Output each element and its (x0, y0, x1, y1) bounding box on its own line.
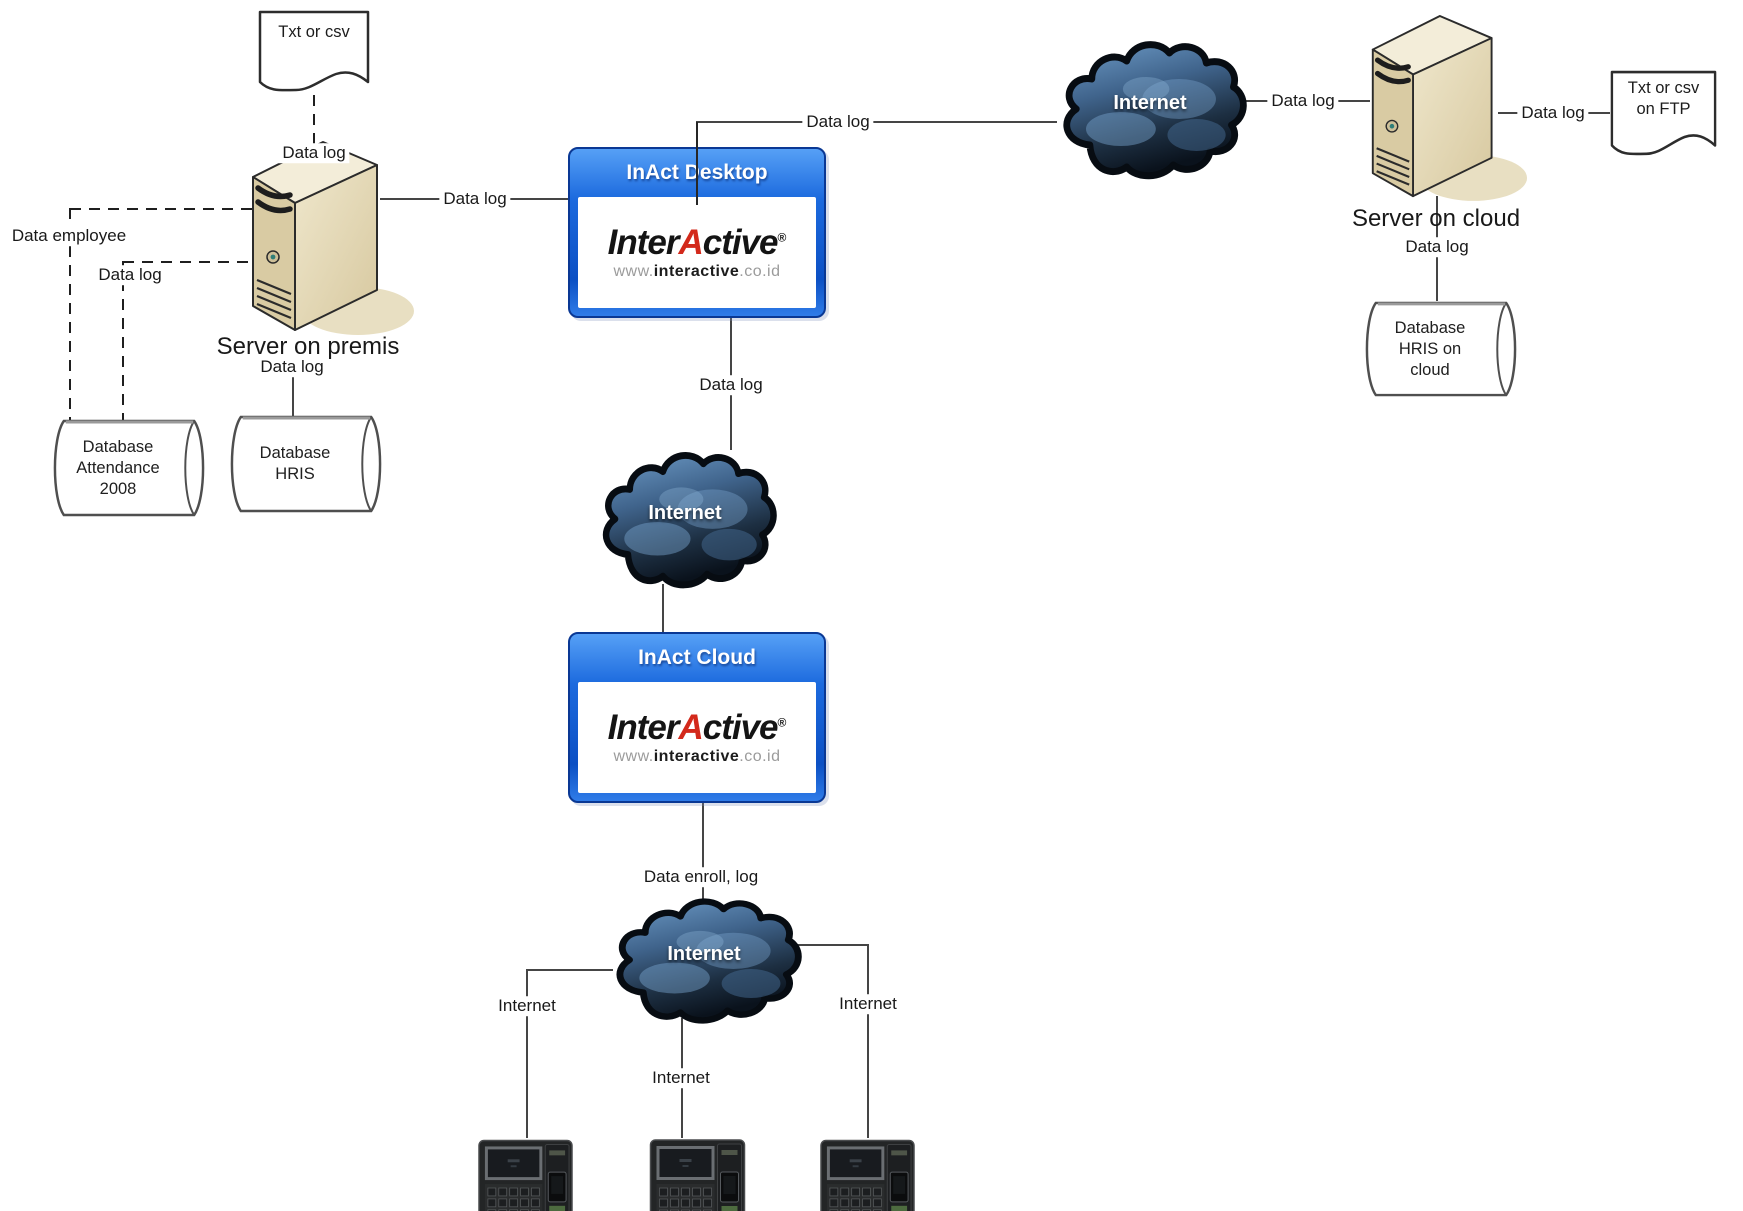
document-txt-or-csv: Txt or csv (258, 10, 370, 94)
database-cylinder-icon (53, 419, 205, 517)
interactive-url: www.interactive.co.id (613, 748, 780, 766)
database-label-line1: Database (82, 437, 154, 456)
logo-url-tld: .co.id (739, 747, 781, 765)
edge-label-desktop-to-cloudmid: Data log (695, 375, 767, 395)
fingerprint-device-icon (649, 1139, 746, 1211)
connector-desktop-up-vertical (696, 122, 698, 205)
connector-branch-right-horizontal (794, 944, 869, 946)
fingerprint-terminal-left (478, 1138, 573, 1211)
dashed-datalog-horizontal (123, 261, 252, 263)
connector-premis-to-dbhris (292, 377, 294, 417)
logo-registered-mark: ® (777, 229, 787, 244)
interactive-logo: InterActive® (608, 225, 787, 260)
connector-cloudmid-to-inactcloud (662, 584, 664, 634)
cloud-icon (1063, 41, 1247, 180)
database-label-line2: Attendance (76, 458, 160, 477)
database-label: Database HRIS on cloud (1362, 300, 1520, 398)
connector-branch-right-vertical (867, 944, 869, 1138)
document-label: Txt or csv on FTP (1610, 78, 1717, 120)
database-hris-on-cloud: Database HRIS on cloud (1362, 300, 1520, 398)
window-panel: InterActive® www.interactive.co.id (578, 197, 816, 308)
edge-label-internet-right: Internet (835, 994, 901, 1014)
edge-label-data-enroll-log: Data enroll, log (639, 867, 763, 887)
node-label-server-on-cloud: Server on cloud (1351, 205, 1521, 233)
server-tower-icon (252, 141, 414, 335)
document-txt-or-csv-on-ftp: Txt or csv on FTP (1610, 70, 1717, 158)
logo-url-name: interactive (653, 747, 740, 765)
server-tower-icon (1371, 15, 1528, 201)
logo-text-ctive: ctive (702, 222, 779, 262)
window-inact-cloud: InAct Cloud InterActive® www.interactive… (568, 632, 826, 803)
edge-label-servercloud-to-ftp: Data log (1517, 103, 1589, 123)
database-hris: Database HRIS (227, 414, 385, 514)
logo-text-inter: Inter (607, 222, 680, 262)
cloud-label: Internet (1113, 91, 1187, 114)
edge-label-cloudtop-to-servercloud: Data log (1267, 91, 1339, 111)
logo-text-ctive: ctive (702, 707, 779, 747)
cloud-label: Internet (648, 501, 722, 524)
fingerprint-terminal-middle (649, 1138, 746, 1211)
edge-label-internet-left: Internet (494, 996, 560, 1016)
database-label: Database Attendance 2008 (50, 418, 208, 518)
dashed-employee-horizontal (70, 208, 253, 210)
connector-branch-left-vertical (526, 969, 528, 1138)
logo-url-name: interactive (653, 262, 740, 280)
interactive-logo: InterActive® (608, 710, 787, 745)
document-label-line1: Txt or csv (1627, 79, 1700, 97)
logo-url-tld: .co.id (739, 262, 781, 280)
server-on-cloud-icon (1368, 12, 1528, 204)
document-icon (1610, 70, 1717, 156)
logo-url-www: www. (613, 747, 654, 765)
edge-label-data-employee: Data employee (7, 226, 131, 246)
cloud-icon (602, 452, 777, 589)
document-label-line2: on FTP (1636, 100, 1691, 118)
database-label: Database HRIS (227, 414, 385, 514)
window-panel: InterActive® www.interactive.co.id (578, 682, 816, 793)
logo-text-a: A (678, 707, 703, 747)
edge-label-doc-to-premis: Data log (278, 143, 350, 163)
logo-text-inter: Inter (607, 707, 680, 747)
database-cylinder-icon (1365, 301, 1517, 397)
database-cylinder-icon (230, 415, 382, 513)
internet-cloud-middle: Internet (593, 444, 777, 592)
database-label-line1: Database (1394, 318, 1466, 337)
node-label-server-on-premis: Server on premis (216, 333, 400, 361)
window-inact-desktop: InAct Desktop InterActive® www.interacti… (568, 147, 826, 318)
document-label: Txt or csv (278, 23, 350, 41)
window-title-inact-cloud: InAct Cloud (638, 646, 756, 669)
interactive-url: www.interactive.co.id (613, 263, 780, 281)
edge-label-premis-to-desktop: Data log (439, 189, 511, 209)
fingerprint-device-icon (478, 1139, 573, 1211)
edge-label-attendance-datalog: Data log (94, 265, 166, 285)
logo-registered-mark: ® (777, 714, 787, 729)
logo-text-a: A (678, 222, 703, 262)
database-label-line1: Database (259, 444, 331, 462)
cloud-label: Internet (667, 942, 741, 965)
fingerprint-terminal-right (820, 1138, 915, 1211)
fingerprint-device-icon (820, 1139, 915, 1211)
database-label-line2: HRIS on (1398, 339, 1462, 358)
dashed-datalog-vertical (122, 261, 124, 420)
connector-desktop-to-cloudtop (696, 121, 1057, 123)
database-label-line3: 2008 (99, 479, 137, 498)
internet-cloud-bottom: Internet (606, 891, 802, 1027)
edge-label-premis-to-hris: Data log (256, 357, 328, 377)
database-label-line2: HRIS (275, 465, 315, 483)
database-attendance-2008: Database Attendance 2008 (50, 418, 208, 518)
internet-cloud-top: Internet (1053, 33, 1247, 183)
connector-branch-left-horizontal (527, 969, 613, 971)
edge-label-desktop-to-cloudtop: Data log (802, 112, 874, 132)
logo-url-www: www. (613, 262, 654, 280)
cloud-icon (616, 898, 802, 1024)
connector-inactcloud-to-cloudbottom (702, 802, 704, 900)
dashed-employee-vertical (69, 208, 71, 445)
server-on-premis-icon (248, 138, 415, 338)
database-label-line3: cloud (1410, 360, 1450, 379)
edge-label-servercloud-to-db: Data log (1401, 237, 1473, 257)
edge-label-internet-middle: Internet (648, 1068, 714, 1088)
document-icon (258, 10, 370, 92)
